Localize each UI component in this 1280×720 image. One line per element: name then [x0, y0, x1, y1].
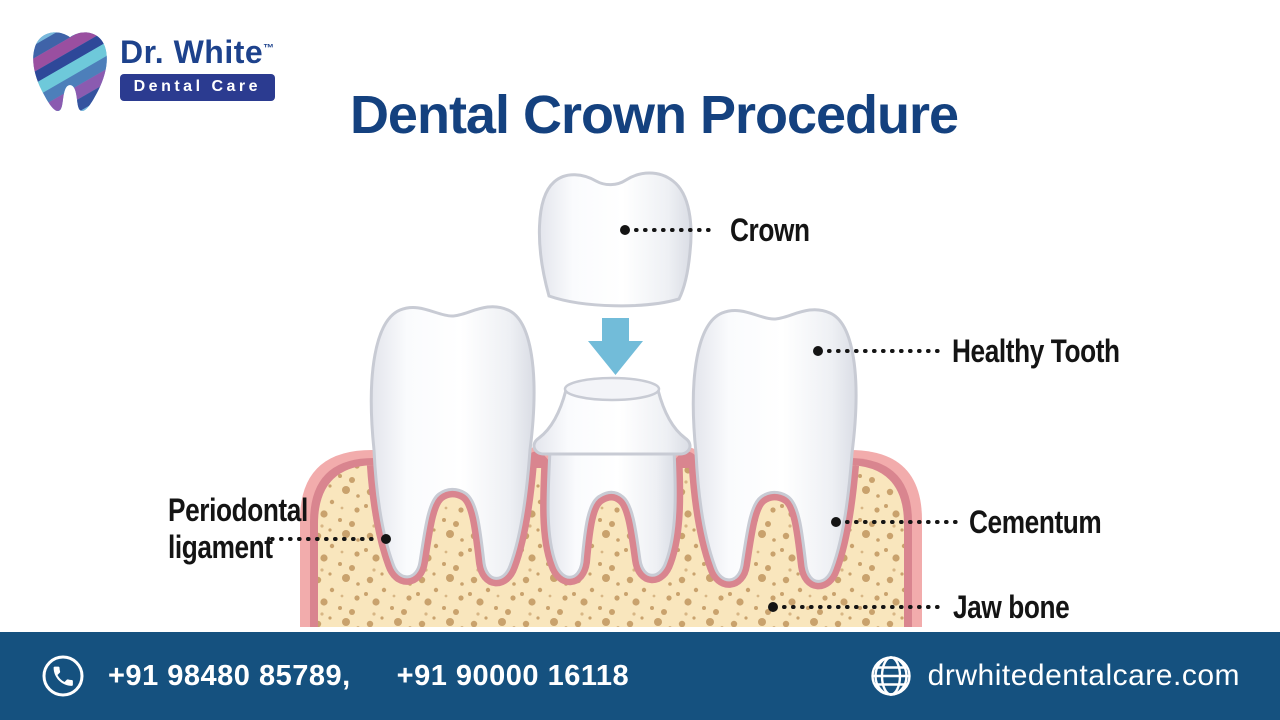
prepared-tooth-stump	[532, 388, 692, 456]
website-url: drwhitedentalcare.com	[927, 659, 1240, 692]
down-arrow-icon	[588, 318, 643, 375]
phone-contact: +91 98480 85789, +91 90000 16118	[40, 653, 629, 699]
website-contact: drwhitedentalcare.com	[868, 653, 1240, 699]
leader-lines	[270, 228, 960, 609]
cementum-label: Cementum	[969, 504, 1102, 540]
page-title: Dental Crown Procedure	[349, 85, 959, 145]
brand-tagline-badge: Dental Care	[120, 74, 275, 101]
healthy-tooth-label: Healthy Tooth	[952, 333, 1120, 369]
phone-number-1: +91 98480 85789,	[108, 659, 351, 692]
tooth-icon	[33, 32, 107, 111]
brand-logo: Dr. White™ Dental Care	[30, 30, 275, 114]
globe-icon	[870, 656, 911, 696]
prepared-tooth-top	[563, 376, 661, 402]
jaw-bone-label: Jaw bone	[953, 589, 1070, 625]
phone-icon	[42, 655, 84, 697]
crown-label: Crown	[730, 212, 810, 248]
contact-footer: +91 98480 85789, +91 90000 16118 drwhite…	[0, 632, 1280, 720]
brand-name: Dr. White™	[120, 34, 275, 70]
periodontal-ligament-label: Periodontal ligament	[168, 492, 308, 565]
leader-dots	[381, 225, 841, 612]
crown-illustration	[537, 171, 693, 308]
phone-number-2: +91 90000 16118	[396, 659, 630, 692]
trademark-symbol: ™	[263, 42, 275, 55]
